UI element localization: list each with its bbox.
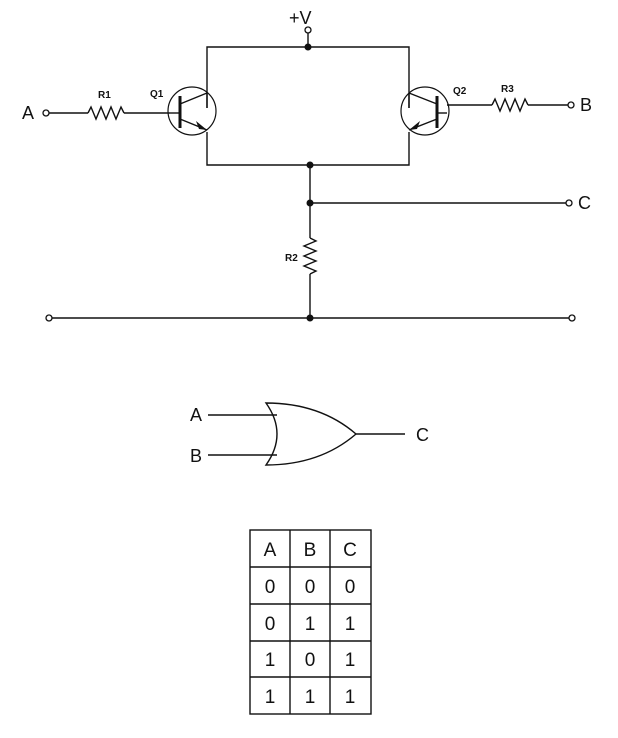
r1-label: R1 (98, 90, 111, 101)
supply-terminal (304, 26, 312, 34)
r2-label: R2 (285, 253, 298, 264)
gate-input-b-label: B (190, 446, 202, 466)
q1-transistor (167, 86, 217, 136)
table-header-cell: B (304, 540, 317, 561)
table-cell: 1 (305, 614, 316, 635)
output-c-terminal (565, 199, 573, 207)
truth-table-border (249, 529, 372, 715)
table-cell: 0 (265, 614, 276, 635)
q1-label: Q1 (150, 89, 164, 100)
table-header-cell: C (343, 540, 357, 561)
input-a-label: A (22, 103, 34, 123)
table-cell: 1 (265, 687, 276, 708)
table-cell: 1 (265, 650, 276, 671)
table-cell: 0 (345, 577, 356, 598)
table-cell: 1 (345, 687, 356, 708)
or-gate-diagram: A B C (190, 402, 429, 466)
ground-junction-dot (306, 314, 314, 322)
table-cell: 0 (305, 650, 316, 671)
r2-resistor (302, 237, 318, 275)
q2-label: Q2 (453, 86, 467, 97)
supply-label: +V (289, 8, 312, 28)
input-b-label: B (580, 95, 592, 115)
table-cell: 1 (345, 650, 356, 671)
truth-table: A B C 0 0 0 0 1 1 1 0 1 1 1 1 (249, 529, 372, 715)
collector-rail (206, 46, 410, 108)
table-cell: 1 (345, 614, 356, 635)
r3-resistor (491, 97, 529, 113)
q2-transistor (400, 86, 450, 136)
table-cell: 0 (265, 577, 276, 598)
table-header-cell: A (264, 540, 277, 561)
r3-label: R3 (501, 84, 514, 95)
table-cell: 1 (305, 687, 316, 708)
ground-left-terminal (45, 314, 53, 322)
input-a-terminal (42, 109, 50, 117)
transistor-or-circuit: +V A R1 Q1 (22, 8, 592, 322)
r1-resistor (87, 105, 125, 121)
or-gate-symbol (264, 402, 358, 466)
emitter-rail (206, 132, 410, 166)
table-cell: 0 (305, 577, 316, 598)
ground-right-terminal (568, 314, 576, 322)
supply-junction-dot (304, 43, 312, 51)
input-b-terminal (567, 101, 575, 109)
gate-output-label: C (416, 425, 429, 445)
gate-input-a-label: A (190, 405, 202, 425)
output-c-label: C (578, 193, 591, 213)
